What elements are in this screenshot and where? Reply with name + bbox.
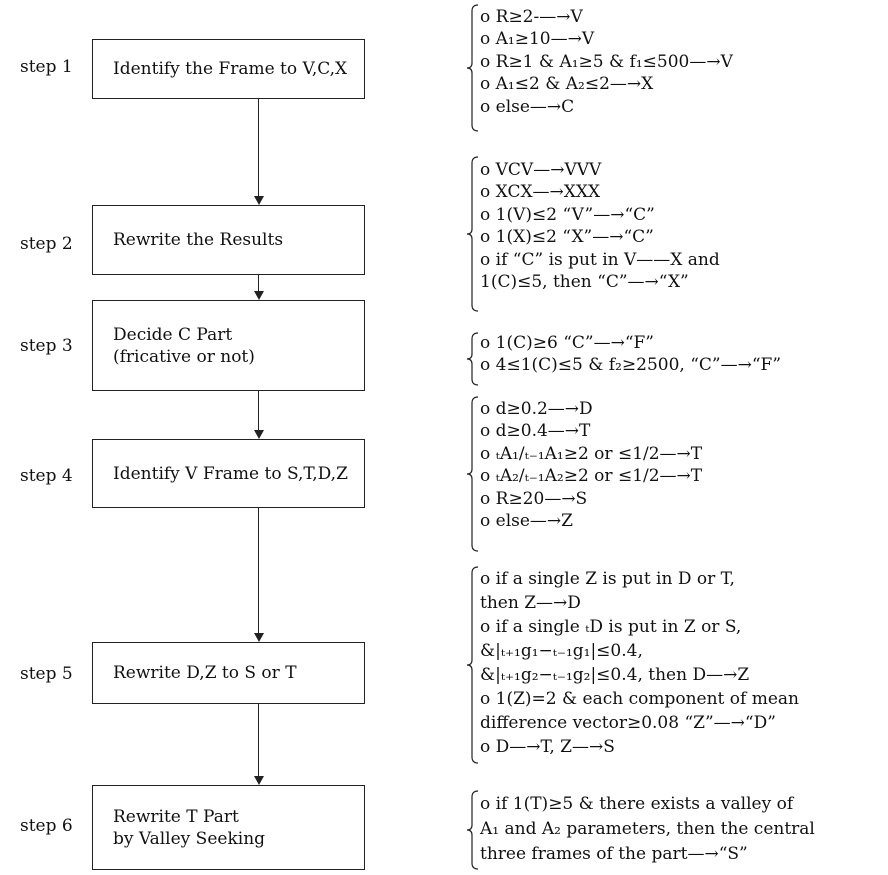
rule: o if 1(T)≥5 & there exists a valley of [480, 794, 794, 814]
rule: o else—→C [480, 96, 575, 117]
rule: o 4≤1(C)≤5 & f₂≥2500, “C”—→“F” [480, 355, 782, 376]
rule: o 1(C)≥6 “C”—→“F” [480, 333, 655, 353]
step-6-box-text-1: Rewrite T Part [113, 806, 239, 827]
step-6-box-text-2: by Valley Seeking [113, 828, 266, 849]
step-5-label: step 5 [20, 664, 73, 684]
step-5-rules: o if a single Z is put in D or T, then Z… [480, 567, 799, 759]
rule: A₁ and A₂ parameters, then the central [480, 819, 815, 839]
arrowhead-step3 [254, 291, 264, 300]
rule: &|ₜ₊₁g₂−ₜ₋₁g₂|≤0.4, then D—→Z [480, 665, 750, 685]
rule: o if “C” is put in V——X and [480, 249, 720, 270]
rule: then Z—→D [480, 593, 581, 613]
step-3-rules-brace [466, 332, 479, 386]
step-3-box-text-2: (fricative or not) [113, 346, 255, 367]
step-1-rules-brace [466, 4, 479, 132]
rule: difference vector≥0.08 “Z”—→“D” [480, 713, 776, 733]
rule: o R≥2-—→V [480, 7, 583, 27]
step-6-rules-brace [466, 790, 479, 870]
step-3-label: step 3 [20, 336, 73, 356]
arrowhead-step2 [254, 196, 264, 205]
rule: o XCX—→XXX [480, 182, 601, 203]
rule: o 1(V)≤2 “V”—→“C” [480, 204, 655, 225]
connector-step4-step5 [258, 508, 259, 638]
arrowhead-step4 [254, 430, 264, 439]
step-5-box: Rewrite D,Z to S or T [92, 642, 365, 704]
rule: 1(C)≤5, then “C”—→“X” [480, 272, 689, 293]
step-6-box: Rewrite T Part by Valley Seeking [92, 785, 365, 870]
step-2-box: Rewrite the Results [92, 205, 365, 275]
rule: o else—→Z [480, 511, 573, 532]
rule: o if a single Z is put in D or T, [480, 569, 735, 589]
step-4-label: step 4 [20, 466, 73, 486]
step-6-label: step 6 [20, 816, 73, 836]
rule: o R≥20—→S [480, 488, 588, 509]
rule: o d≥0.2—→D [480, 399, 593, 419]
rule: o ₜA₁/ₜ₋₁A₁≥2 or ≤1/2—→T [480, 443, 703, 464]
step-4-rules-brace [466, 396, 479, 552]
step-2-rules-brace [466, 156, 479, 312]
step-2-rules: o VCV—→VVV o XCX—→XXX o 1(V)≤2 “V”—→“C” … [480, 159, 720, 293]
step-6-rules: o if 1(T)≥5 & there exists a valley of A… [480, 792, 815, 867]
step-2-label: step 2 [20, 234, 73, 254]
step-5-rules-brace [466, 566, 479, 764]
rule: o 1(X)≤2 “X”—→“C” [480, 227, 654, 248]
step-1-rules: o R≥2-—→V o A₁≥10—→V o R≥1 & A₁≥5 & f₁≤5… [480, 6, 733, 118]
rule: o A₁≥10—→V [480, 29, 595, 50]
connector-step5-step6 [258, 704, 259, 781]
step-2-box-text: Rewrite the Results [113, 230, 284, 250]
rule: three frames of the part—→“S” [480, 844, 748, 864]
rule: o ₜA₂/ₜ₋₁A₂≥2 or ≤1/2—→T [480, 466, 703, 487]
rule: o VCV—→VVV [480, 160, 602, 180]
arrowhead-step6 [254, 776, 264, 785]
rule: o d≥0.4—→T [480, 421, 591, 442]
connector-step1-step2 [258, 99, 259, 201]
rule: o D—→T, Z—→S [480, 737, 615, 757]
rule: o A₁≤2 & A₂≤2—→X [480, 74, 654, 95]
step-4-box-text: Identify V Frame to S,T,D,Z [113, 463, 348, 484]
rule: &|ₜ₊₁g₁−ₜ₋₁g₁|≤0.4, [480, 641, 643, 661]
connector-step2-step3 [258, 275, 259, 296]
step-4-box: Identify V Frame to S,T,D,Z [92, 439, 365, 508]
rule: o R≥1 & A₁≥5 & f₁≤500—→V [480, 51, 733, 72]
step-1-box-text: Identify the Frame to V,C,X [113, 59, 348, 79]
step-4-rules: o d≥0.2—→D o d≥0.4—→T o ₜA₁/ₜ₋₁A₁≥2 or ≤… [480, 398, 702, 532]
rule: o if a single ₜD is put in Z or S, [480, 617, 742, 637]
step-5-box-text: Rewrite D,Z to S or T [113, 663, 297, 683]
arrowhead-step5 [254, 633, 264, 642]
step-3-box-text-1: Decide C Part [113, 324, 233, 345]
step-1-label: step 1 [20, 57, 73, 77]
connector-step3-step4 [258, 391, 259, 435]
step-1-box: Identify the Frame to V,C,X [92, 39, 365, 99]
rule: o 1(Z)=2 & each component of mean [480, 689, 799, 709]
step-3-rules: o 1(C)≥6 “C”—→“F” o 4≤1(C)≤5 & f₂≥2500, … [480, 332, 781, 377]
step-3-box: Decide C Part (fricative or not) [92, 300, 365, 391]
